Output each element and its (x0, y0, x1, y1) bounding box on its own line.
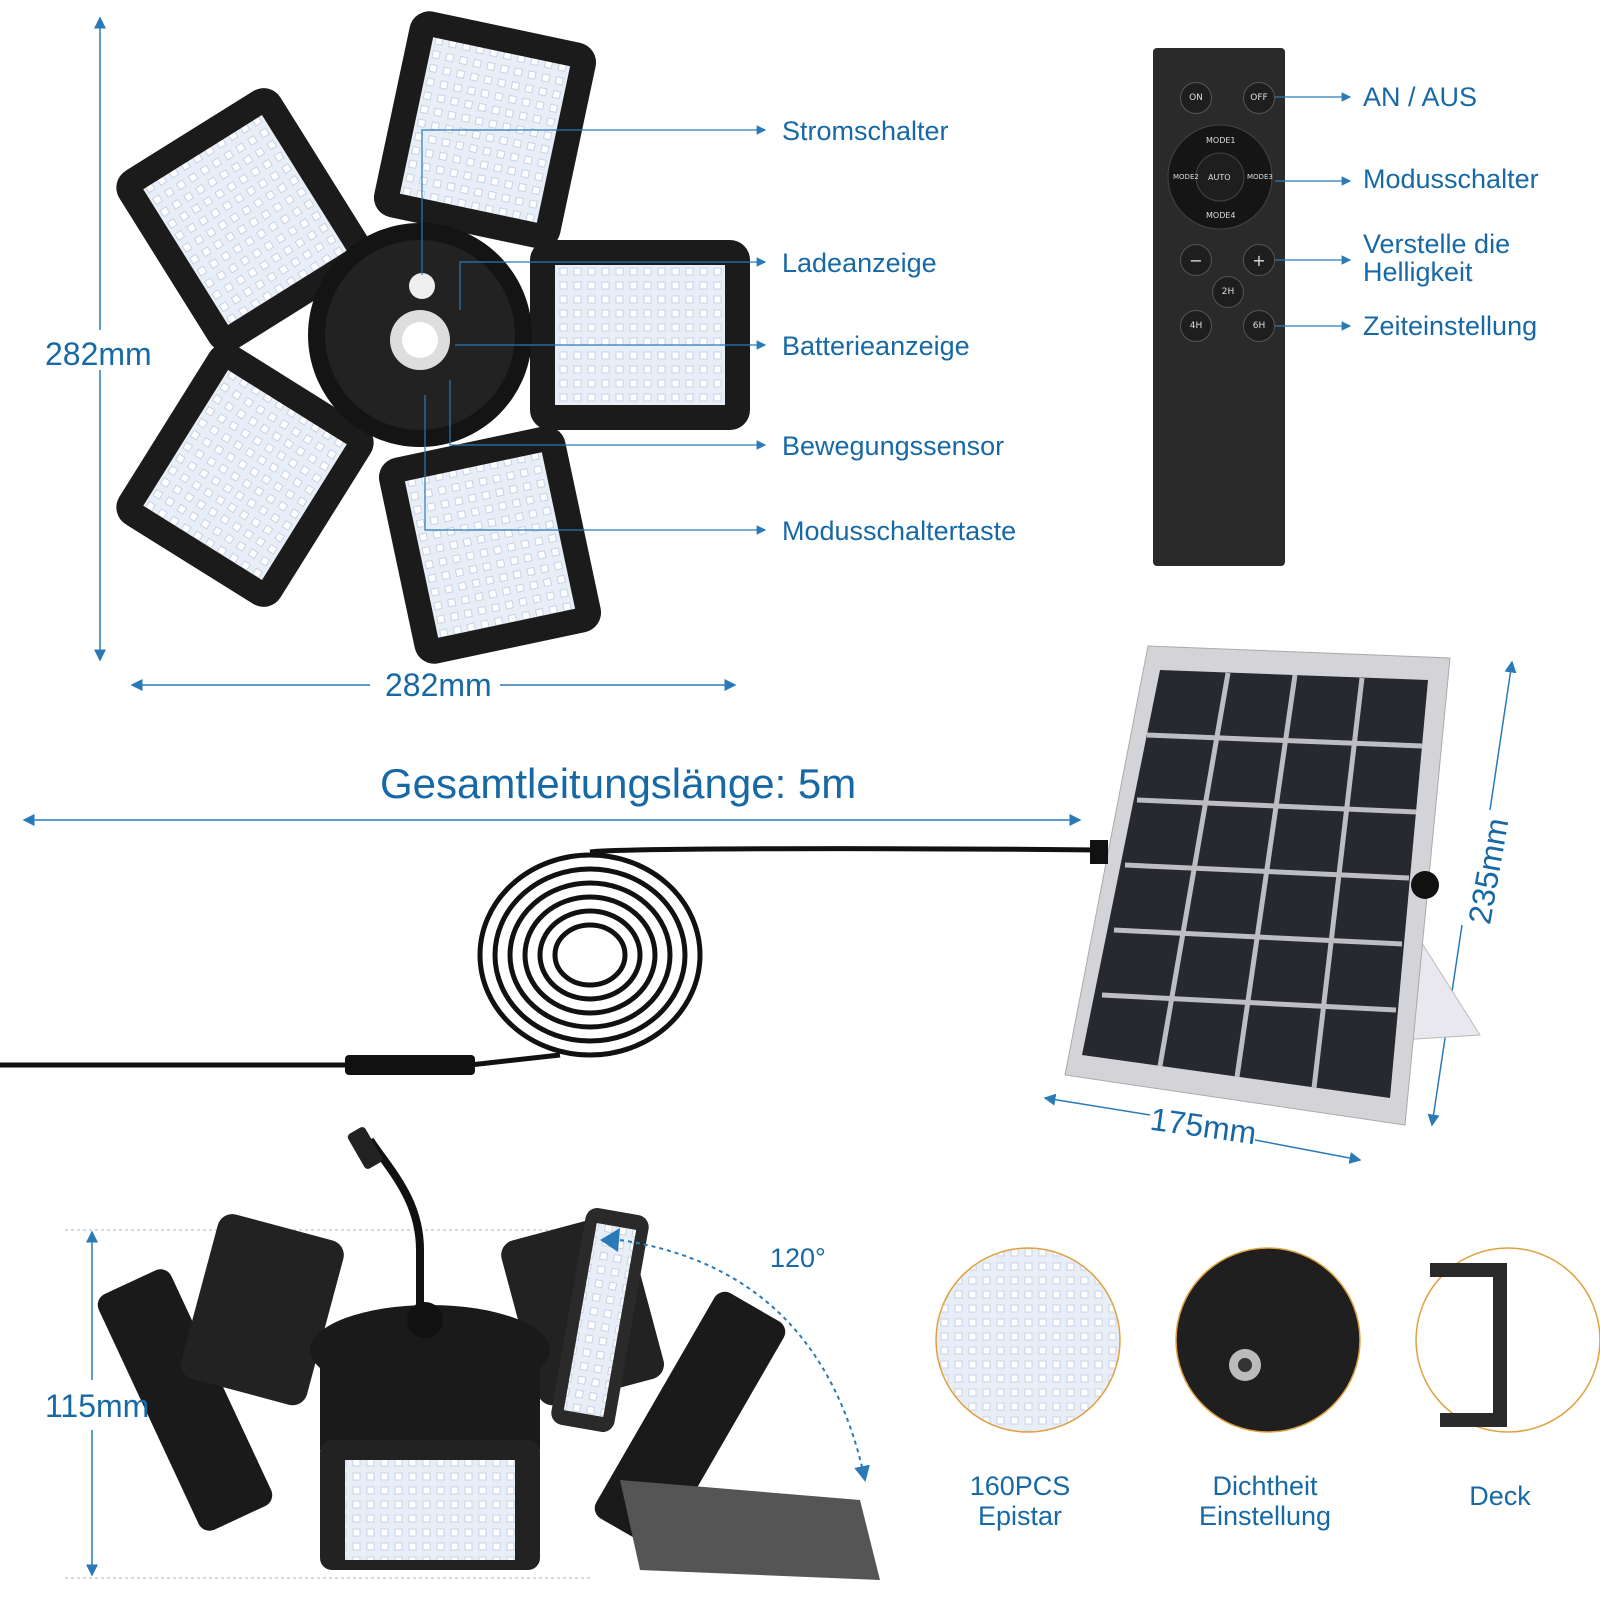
callout-timer: Zeiteinstellung (1363, 311, 1538, 341)
remote-mode3-button[interactable]: MODE3 (1247, 173, 1273, 181)
callout-battery-indicator: Batterieanzeige (782, 331, 970, 361)
cable-connector (345, 1055, 475, 1075)
remote-minus-button[interactable]: − (1180, 244, 1212, 276)
remote-plus-button[interactable]: + (1243, 244, 1275, 276)
feature-ceiling-label: Deck (1469, 1481, 1531, 1511)
light-width-dimension: 282mm (385, 667, 492, 703)
light-panels (116, 11, 750, 664)
callout-brightness: Verstelle die Helligkeit (1363, 229, 1511, 288)
cable-length-title: Gesamtleitungslänge: 5m (380, 760, 857, 807)
light-height-dimension: 282mm (45, 336, 152, 372)
side-view-lamp (97, 1127, 880, 1580)
callout-mode-switch: Modusschalter (1363, 164, 1539, 194)
feature-seal-label: Dichtheit Einstellung (1198, 1471, 1332, 1531)
callout-power-switch: Stromschalter (782, 116, 949, 146)
feature-circles (935, 1247, 1600, 1433)
remote-mode1-button[interactable]: MODE1 (1206, 136, 1236, 145)
feature-leds-label: 160PCS Epistar (969, 1471, 1071, 1531)
dimension-lines (22, 16, 1517, 1577)
callout-on-off: AN / AUS (1363, 82, 1478, 112)
callout-motion-sensor: Bewegungssensor (782, 431, 1005, 461)
remote-2h-button[interactable]: 2H (1212, 276, 1244, 308)
remote-on-button[interactable]: ON (1180, 82, 1212, 114)
callout-mode-button: Modusschaltertaste (782, 516, 1017, 546)
tilt-angle-label: 120° (770, 1243, 826, 1273)
remote-mode2-button[interactable]: MODE2 (1173, 173, 1199, 181)
remote-4h-button[interactable]: 4H (1180, 310, 1212, 342)
callout-charge-indicator: Ladeanzeige (782, 248, 937, 278)
remote-6h-button[interactable]: 6H (1243, 310, 1275, 342)
cable-coil (0, 846, 1101, 1068)
remote-off-button[interactable]: OFF (1243, 82, 1275, 114)
solar-panel (1064, 645, 1481, 1126)
remote-mode4-button[interactable]: MODE4 (1206, 211, 1236, 220)
remote-auto-button[interactable]: AUTO (1208, 173, 1231, 182)
side-height-dimension: 115mm (45, 1388, 150, 1424)
